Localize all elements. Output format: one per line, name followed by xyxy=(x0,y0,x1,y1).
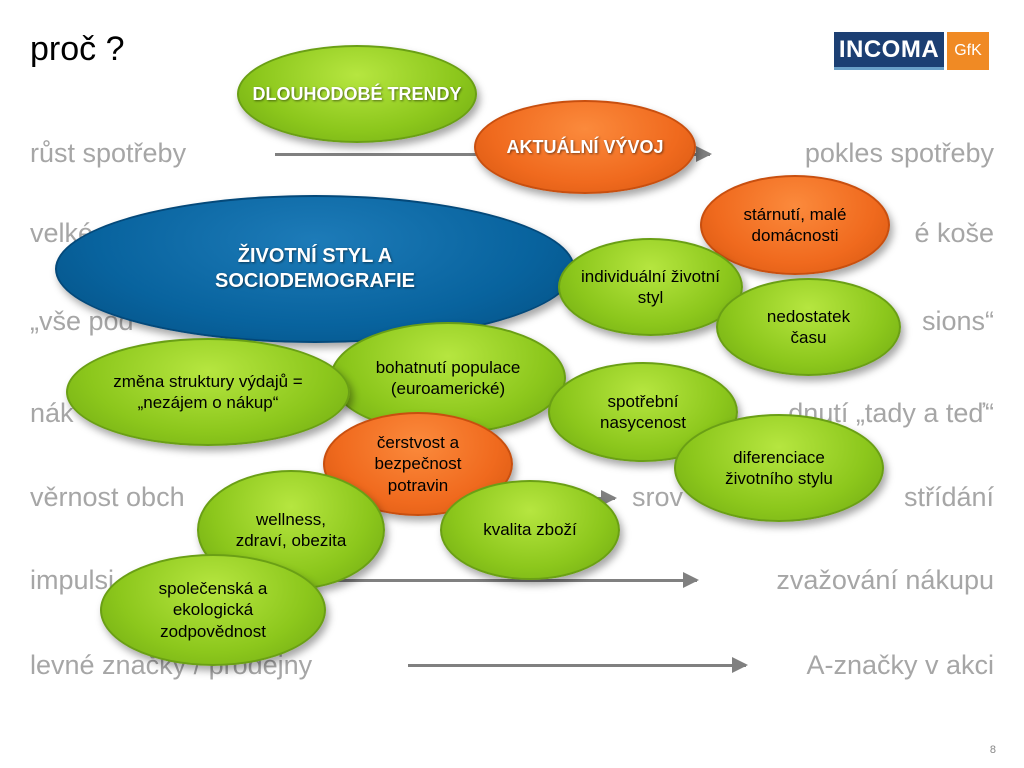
bubble-diferenciace: diferenciace životního stylu xyxy=(674,414,884,522)
row-5-middle: srov xyxy=(632,482,684,512)
row-5-right: střídání xyxy=(903,482,994,512)
bubble-starnuti: stárnutí, malé domácnosti xyxy=(700,175,890,275)
row-4-left: nák xyxy=(30,398,74,428)
row-2-right: é koše xyxy=(914,218,994,248)
bubble-dlouhodobe-trendy: DLOUHODOBÉ TRENDY xyxy=(237,45,477,143)
row-1-right: pokles spotřeby xyxy=(804,138,994,168)
bubble-zmena: změna struktury výdajů = „nezájem o náku… xyxy=(66,338,350,446)
page-number: 8 xyxy=(989,744,996,756)
bubble-aktualni-vyvoj: AKTUÁLNÍ VÝVOJ xyxy=(474,100,696,194)
row-1-left: růst spotřeby xyxy=(30,138,187,168)
gfk-logo: GfK xyxy=(947,32,989,70)
row-6-left: impulsi xyxy=(30,565,115,595)
row-7-right: A-značky v akci xyxy=(806,650,994,680)
bubble-individualni: individuální životní styl xyxy=(558,238,743,336)
bubble-kvalita: kvalita zboží xyxy=(440,480,620,580)
row-7-arrow xyxy=(408,657,748,673)
incoma-gfk-logo: INCOMA GfK xyxy=(834,32,989,70)
bubble-spolecenska: společenská a ekologická zodpovědnost xyxy=(100,554,326,666)
row-3-right: sions“ xyxy=(921,306,994,336)
row-6-right: zvažování nákupu xyxy=(776,565,994,595)
row-5-left: věrnost obch xyxy=(30,482,185,512)
bubble-zivotni-styl: ŽIVOTNÍ STYL A SOCIODEMOGRAFIE xyxy=(55,195,575,343)
bubble-nedostatek: nedostatek času xyxy=(716,278,901,376)
row-6-arrow xyxy=(315,572,699,588)
incoma-logo: INCOMA xyxy=(834,32,944,70)
slide-title: proč ? xyxy=(30,30,125,68)
